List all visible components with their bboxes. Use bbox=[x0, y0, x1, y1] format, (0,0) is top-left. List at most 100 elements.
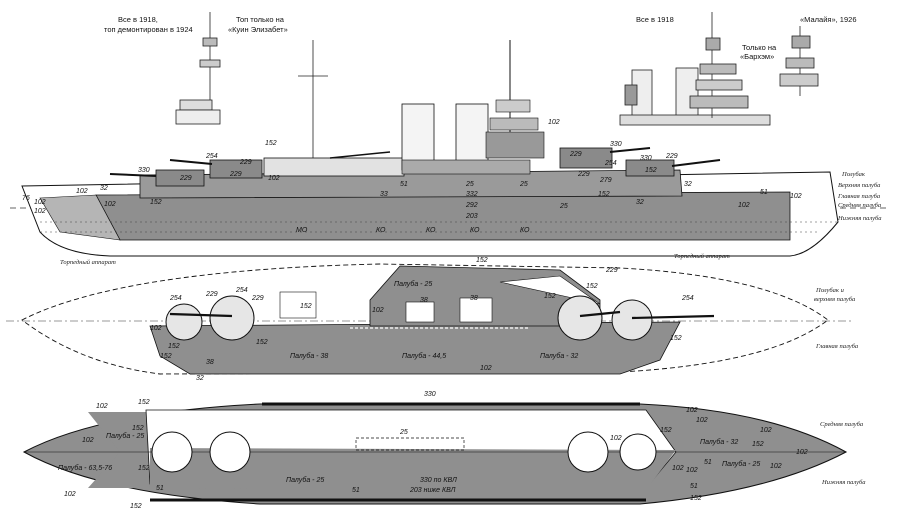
plan2-armor-8: 152 bbox=[660, 427, 672, 434]
center-num-5: 51 bbox=[400, 181, 408, 188]
mast-top-detail-1924 bbox=[175, 12, 221, 125]
label-torpedo-aft: Торпедный аппарат bbox=[674, 253, 730, 260]
plan1-deck-main-b: Палуба - 44,5 bbox=[402, 352, 446, 360]
plan1-outline bbox=[21, 263, 829, 375]
funnel-aft bbox=[455, 103, 489, 171]
plan2-deck-mid: Палуба - 25 bbox=[286, 476, 324, 484]
plan2-deck-fwd2: Палуба - 63,5-76 bbox=[58, 464, 112, 472]
plan1-armor-3: 229 bbox=[251, 295, 264, 302]
profile-armor-5: 152 bbox=[265, 140, 277, 147]
plan1-deck-main-a: Палуба - 38 bbox=[290, 352, 328, 360]
plan2-armor-6: 102 bbox=[686, 407, 698, 414]
profile-armor-11: 330 bbox=[640, 155, 652, 162]
turret-x bbox=[559, 147, 651, 169]
plan2-armor-9: 25 bbox=[399, 429, 408, 436]
profile-armor-20: 229 bbox=[229, 171, 242, 178]
profile-armor-10: 152 bbox=[150, 199, 162, 206]
plan1-armor-16: 152 bbox=[160, 353, 172, 360]
profile-armor-6: 102 bbox=[76, 188, 88, 195]
profile-armor-29: 32 bbox=[636, 199, 644, 206]
profile-armor-24: 229 bbox=[665, 153, 678, 160]
profile-armor-2: 254 bbox=[205, 153, 218, 160]
plan2-armor-7: 102 bbox=[760, 427, 772, 434]
profile-armor-4: 102 bbox=[268, 175, 280, 182]
plan1-armor-11: 32 bbox=[196, 375, 204, 382]
plan1-armor-18: 152 bbox=[586, 283, 598, 290]
profile-armor-12: 279 bbox=[599, 177, 612, 184]
label-torpedo-fore: Торпедный аппарат bbox=[60, 259, 116, 266]
plan1-armor-17: 38 bbox=[206, 359, 214, 366]
profile-armor-7: 76 bbox=[22, 195, 30, 202]
plan2-armor-1: 152 bbox=[138, 399, 150, 406]
center-num-4: 203 bbox=[465, 213, 478, 220]
turret-y bbox=[625, 159, 721, 177]
plan1-main-deck bbox=[149, 321, 681, 375]
plan2-armor-13: 102 bbox=[796, 449, 808, 456]
turret-b bbox=[169, 159, 263, 179]
profile-armor-21: 102 bbox=[548, 119, 560, 126]
note-barham: Только на bbox=[742, 43, 777, 52]
plan1-armor-19: 254 bbox=[169, 295, 182, 302]
profile-armor-28: 25 bbox=[559, 203, 568, 210]
belt-armor bbox=[95, 191, 791, 241]
plan1-armor-15: 152 bbox=[670, 335, 682, 342]
note-top-removed: топ демонтирован в 1924 bbox=[104, 25, 193, 34]
plan2-deck-aft: Палуба - 32 bbox=[700, 438, 738, 446]
plan-view-lower: 330 Палуба - 25 Палуба - 63,5-76 Палуба … bbox=[22, 391, 866, 510]
plan1-armor-20: 152 bbox=[544, 293, 556, 300]
plan1-armor-2: 254 bbox=[235, 287, 248, 294]
plan2-center-a: 330 по КВЛ bbox=[420, 477, 457, 484]
compartment-ko-3: КО bbox=[470, 227, 480, 234]
plan2-armor-18: 51 bbox=[156, 485, 164, 492]
side-profile: 3302292542291021521027610232152330279152… bbox=[10, 40, 890, 266]
label-main-deck: Главная палуба bbox=[837, 193, 880, 200]
label-fc-upper-b: верхняя палуба bbox=[814, 296, 855, 303]
center-num-2: 292 bbox=[465, 202, 478, 209]
compartment-mo: МО bbox=[296, 227, 308, 234]
plan2-armor-20: 152 bbox=[690, 495, 702, 502]
plan2-armor-22: 102 bbox=[696, 417, 708, 424]
plan2-armor-15: 102 bbox=[672, 465, 684, 472]
plan2-armor-21: 102 bbox=[770, 463, 782, 470]
top-notes: Все в 1918, топ демонтирован в 1924 Топ … bbox=[104, 15, 857, 61]
label-upper-deck: Верхняя палуба bbox=[838, 182, 880, 189]
label-middle-deck: Средняя палуба bbox=[838, 202, 881, 209]
plan2-armor-11: 152 bbox=[138, 465, 150, 472]
plan1-armor-1: 229 bbox=[205, 291, 218, 298]
label-fc-upper-a: Полубак и bbox=[815, 287, 845, 294]
profile-armor-1: 229 bbox=[179, 175, 192, 182]
label-lower-deck-2: Нижняя палуба bbox=[821, 479, 866, 486]
note-malaya: «Малайя», 1926 bbox=[800, 15, 857, 24]
note-qe-name: «Куин Элизабет» bbox=[228, 25, 288, 34]
profile-armor-30: 102 bbox=[738, 202, 750, 209]
plan1-armor-12: 229 bbox=[605, 267, 618, 274]
profile-armor-22: 229 bbox=[569, 151, 582, 158]
bridge-detail-malaya bbox=[779, 26, 819, 96]
plan1-armor-14: 102 bbox=[480, 365, 492, 372]
label-forecastle: Полубак bbox=[841, 171, 866, 178]
plan2-armor-0: 102 bbox=[96, 403, 108, 410]
plan2-armor-16: 51 bbox=[690, 483, 698, 490]
plan1-armor-6: 152 bbox=[168, 343, 180, 350]
plan1-armor-10: 152 bbox=[256, 339, 268, 346]
center-num-6: 33 bbox=[380, 191, 388, 198]
note-all-1918: Все в 1918, bbox=[118, 15, 158, 24]
plan2-deck-aft2: Палуба - 25 bbox=[722, 460, 760, 468]
bridge-tower bbox=[485, 40, 545, 159]
plan1-armor-9: 38 bbox=[470, 295, 478, 302]
plan2-armor-12: 102 bbox=[686, 467, 698, 474]
plan2-armor-17: 51 bbox=[704, 459, 712, 466]
plan2-armor-10: 102 bbox=[610, 435, 622, 442]
mast-top-detail-qe bbox=[298, 40, 328, 168]
plan2-deck-fwd: Палуба - 25 bbox=[106, 432, 144, 440]
profile-armor-17: 51 bbox=[760, 189, 768, 196]
profile-armor-values: 3302292542291021521027610232152330279152… bbox=[22, 119, 802, 215]
plan1-armor-0: 152 bbox=[476, 257, 488, 264]
plan2-barbettes bbox=[151, 431, 657, 473]
funnel-fore bbox=[401, 103, 435, 171]
plan2-top-value: 330 bbox=[424, 391, 436, 398]
profile-armor-8: 102 bbox=[34, 199, 46, 206]
